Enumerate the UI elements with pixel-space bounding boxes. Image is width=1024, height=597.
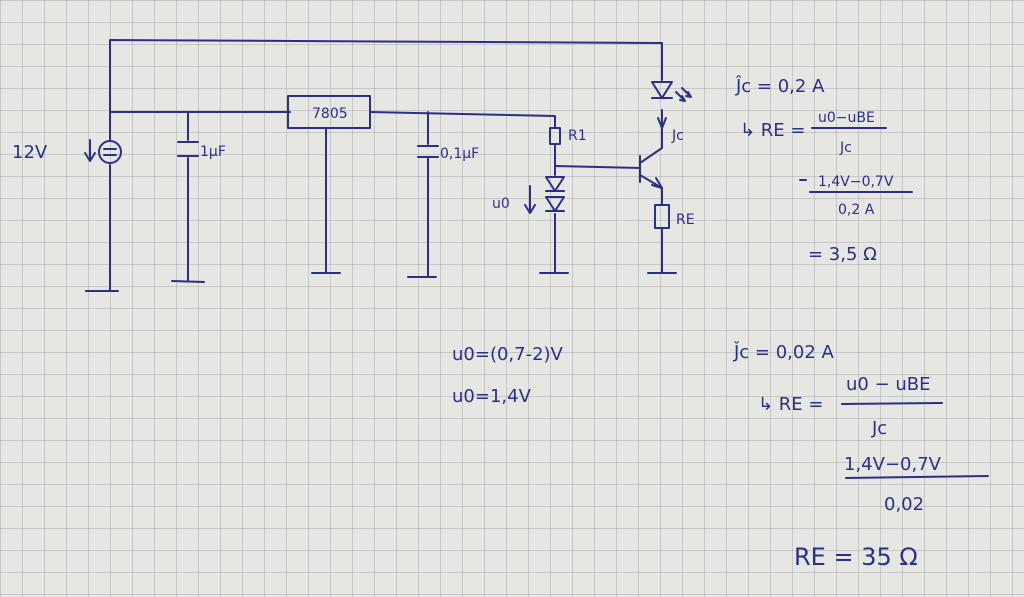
re-min-num2: 1,4V−0,7V [844, 454, 942, 475]
wires [109, 39, 663, 291]
u0-range-line: u0=(0,7-2)V [452, 344, 564, 365]
calc-max-current: Ĵc = 0,2 A ↳ RE = u0−uBE Jc 1,4V−0,7V 0,… [735, 76, 913, 265]
resistor-re: RE [654, 204, 695, 229]
u0-value-line: u0=1,4V [452, 386, 532, 407]
re-min-den2: 0,02 [884, 494, 924, 515]
regulator-label: 7805 [312, 106, 348, 122]
re-label: RE [676, 212, 695, 228]
led: Jc [651, 81, 692, 144]
supply-voltage-label: 12V [12, 142, 48, 163]
re-min-num1: u0 − uBE [846, 374, 931, 395]
re-min-den1: Jc [871, 418, 887, 439]
re-max-den2: 0,2 A [838, 202, 875, 218]
re-min-prefix: ↳ RE = [758, 394, 824, 415]
regulator-7805: 7805 [287, 95, 371, 129]
u0-arrow-label: u0 [492, 196, 510, 212]
ic-min-line: J̌c = 0,02 A [733, 342, 835, 363]
re-max-result: = 3,5 Ω [808, 244, 877, 265]
voltage-source: 12V [12, 139, 122, 164]
resistor-r1: R1 [549, 127, 587, 145]
re-max-den1: Jc [839, 140, 852, 156]
cap2-label: 0,1µF [440, 146, 479, 162]
u0-values: u0=(0,7-2)V u0=1,4V [452, 344, 564, 407]
npn-transistor [639, 147, 663, 189]
reference-diodes: u0 [492, 176, 565, 214]
ic-arrow-label: Jc [671, 128, 684, 144]
re-max-prefix: ↳ RE = [740, 120, 806, 141]
calc-min-current: J̌c = 0,02 A ↳ RE = u0 − uBE Jc 1,4V−0,7… [733, 342, 989, 571]
r1-label: R1 [568, 128, 587, 144]
capacitor-1uf: 1µF [177, 141, 226, 160]
ground-symbols [85, 272, 677, 292]
re-max-num2: 1,4V−0,7V [818, 174, 894, 190]
cap1-label: 1µF [200, 144, 226, 160]
capacitor-0-1uf: 0,1µF [417, 145, 479, 162]
re-min-result: RE = 35 Ω [794, 543, 918, 571]
ic-max-line: Ĵc = 0,2 A [735, 76, 825, 97]
re-max-num1: u0−uBE [818, 110, 875, 126]
